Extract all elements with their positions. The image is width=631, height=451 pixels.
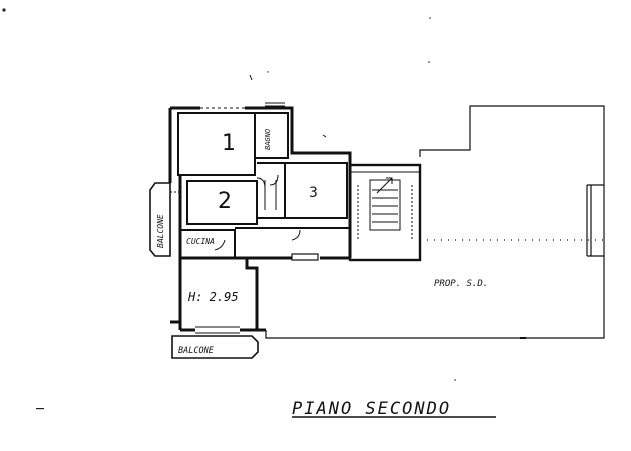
apartment-walls — [168, 106, 422, 332]
bagno-label: BAGNO — [264, 129, 272, 150]
balcony-outlines — [149, 182, 259, 359]
window-openings — [170, 102, 421, 334]
stair-symbol — [357, 177, 413, 240]
neighbour-property-outline — [265, 105, 605, 339]
neighbour-property-label: PROP. S.D. — [434, 279, 488, 289]
room-3-label: 3 — [309, 185, 318, 201]
balcony-bottom-label: BALCONE — [178, 346, 215, 356]
room-1-label: 1 — [222, 131, 236, 156]
door-marks — [214, 74, 327, 251]
ceiling-height-label: H: 2.95 — [187, 290, 239, 304]
cucina-label: CUCINA — [186, 237, 215, 246]
balcony-left-label: BALCONE — [156, 214, 165, 248]
room-2-label: 2 — [218, 189, 232, 214]
plan-title: PIANO SECONDO — [292, 399, 451, 419]
scan-specks — [2, 8, 456, 410]
